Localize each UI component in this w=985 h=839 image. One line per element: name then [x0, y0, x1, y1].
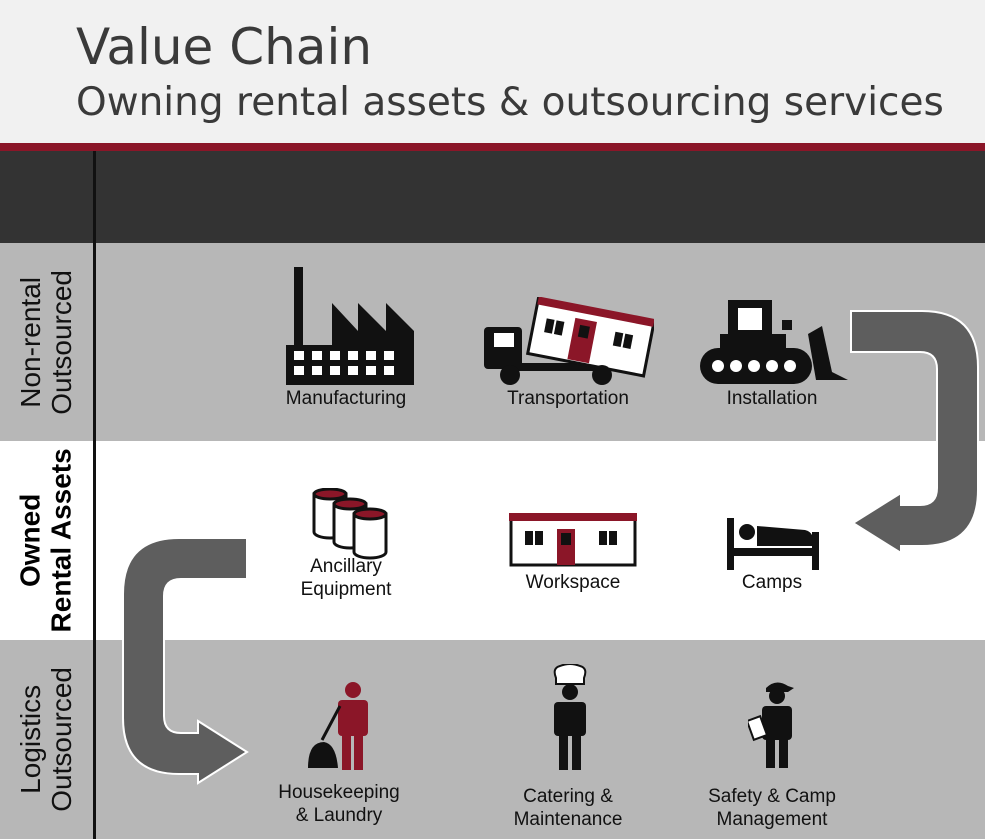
- housekeeping-icon: [308, 682, 368, 770]
- factory-icon: [286, 267, 414, 385]
- stage-label-line1: Ancillary: [310, 556, 382, 577]
- row-label-logistics: Logistics Outsourced: [0, 640, 92, 839]
- header: [0, 0, 985, 143]
- tanks-icon: [312, 488, 388, 560]
- row-divider-line: [93, 151, 96, 839]
- page-subtitle: Owning rental assets & outsourcing servi…: [76, 80, 944, 125]
- chef-icon: [553, 664, 587, 770]
- row-label-line2: Rental Assets: [46, 448, 77, 633]
- stage-label-line2: Management: [716, 808, 828, 830]
- stage-installation: Installation: [692, 388, 852, 411]
- stage-label-line1: Safety & Camp: [708, 786, 836, 807]
- dark-band: [0, 151, 985, 243]
- stage-workspace: Workspace: [493, 572, 653, 595]
- stage-label: Camps: [741, 572, 803, 593]
- stage-safety-camp-management: Safety & Camp Management: [692, 786, 852, 832]
- accent-rule: [0, 143, 985, 151]
- page-title: Value Chain: [76, 18, 373, 76]
- stage-catering-maintenance: Catering & Maintenance: [488, 786, 648, 832]
- safety-worker-icon: [748, 682, 794, 768]
- flow-arrow-left-icon: [122, 537, 249, 785]
- stage-label-line2: Maintenance: [513, 808, 623, 830]
- stage-label-line2: & Laundry: [295, 804, 383, 826]
- row-label-non-rental: Non-rental Outsourced: [0, 243, 92, 441]
- row-label-owned: Owned Rental Assets: [0, 441, 92, 640]
- bed-icon: [727, 518, 819, 570]
- stage-label-line1: Housekeeping: [278, 782, 400, 803]
- truck-icon: [484, 297, 654, 385]
- row-label-line1: Non-rental: [14, 276, 46, 408]
- stage-transportation: Transportation: [488, 388, 648, 411]
- stage-label: Workspace: [525, 572, 621, 593]
- flow-arrow-right-icon: [850, 310, 979, 555]
- stage-housekeeping-laundry: Housekeeping & Laundry: [259, 782, 419, 828]
- row-label-line1: Logistics: [14, 685, 46, 794]
- stage-camps: Camps: [692, 572, 852, 595]
- stage-label: Manufacturing: [285, 388, 407, 409]
- stage-manufacturing: Manufacturing: [266, 388, 426, 411]
- workspace-icon: [509, 513, 637, 567]
- stage-label-line1: Catering &: [523, 786, 613, 807]
- row-label-line2: Outsourced: [46, 667, 77, 812]
- stage-label: Transportation: [507, 388, 629, 409]
- stage-label: Installation: [726, 388, 818, 409]
- bulldozer-icon: [700, 300, 848, 384]
- row-label-line1: Owned: [14, 493, 46, 588]
- row-label-line2: Outsourced: [46, 269, 77, 415]
- stage-ancillary-equipment: Ancillary Equipment: [266, 556, 426, 602]
- stage-label-line2: Equipment: [300, 578, 392, 600]
